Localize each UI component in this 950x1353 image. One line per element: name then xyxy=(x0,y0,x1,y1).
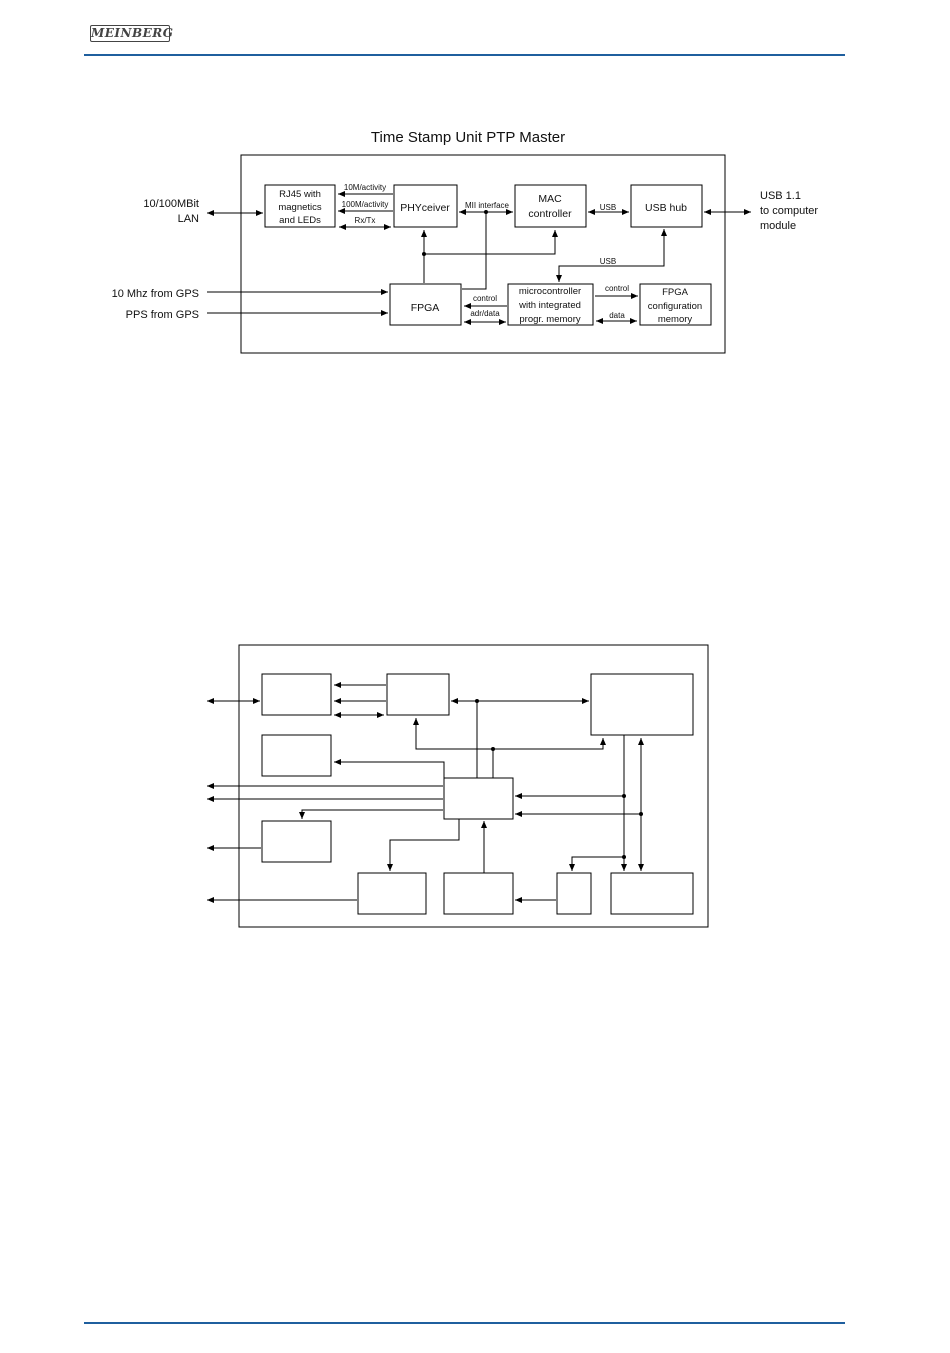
fpga-text: FPGA xyxy=(411,302,440,314)
d2-block-d xyxy=(261,734,332,777)
mii-fpga-line xyxy=(462,212,487,290)
usb-out-label-3: module xyxy=(760,220,796,232)
d2-block-a xyxy=(261,673,332,716)
d2-line-12 xyxy=(299,809,443,819)
fpga-block xyxy=(389,283,462,326)
meinberg-logo: MEINBERG xyxy=(90,25,174,42)
footer-rule xyxy=(84,1322,845,1324)
d2-block-h xyxy=(443,872,514,915)
usb-hub-text: USB hub xyxy=(645,202,687,214)
mac-controller-block xyxy=(514,184,587,228)
control-label-2: control xyxy=(605,284,629,293)
phyceiver-block xyxy=(393,184,458,228)
d2-line-7 xyxy=(413,718,494,778)
signal-10m-label: 10M/activity xyxy=(344,183,386,192)
rj45-block xyxy=(264,184,336,228)
mii-label: MII interface xyxy=(465,201,510,210)
pps-label: PPS from GPS xyxy=(126,309,199,321)
d2-block-e xyxy=(443,777,514,820)
header-rule xyxy=(84,54,845,56)
usb-hub-micro-line xyxy=(556,229,667,282)
microcontroller-block xyxy=(507,283,594,326)
d2-block-c xyxy=(590,673,694,736)
diagram1-title: Time Stamp Unit PTP Master xyxy=(371,129,565,146)
micro-text-3: progr. memory xyxy=(519,314,580,325)
fpga-memory-block xyxy=(639,283,712,326)
fpgamem-text-3: memory xyxy=(658,314,693,325)
mac-text-2: controller xyxy=(528,208,572,220)
diagram1-frame xyxy=(240,154,726,354)
fpgamem-text-1: FPGA xyxy=(662,287,689,298)
d2-line-9 xyxy=(334,759,445,784)
d2-line-19 xyxy=(387,819,460,871)
micro-text-2: with integrated xyxy=(518,300,581,311)
rj45-text-2: magnetics xyxy=(278,202,322,213)
mhz-label: 10 Mhz from GPS xyxy=(112,288,199,300)
d2-block-b xyxy=(386,673,450,716)
d2-line-18 xyxy=(569,856,624,871)
phyceiver-text: PHYceiver xyxy=(400,202,450,214)
usb-out-label-1: USB 1.1 xyxy=(760,190,801,202)
signal-rxtx-label: Rx/Tx xyxy=(355,216,376,225)
fpgamem-text-2: configuration xyxy=(648,301,702,312)
d2-block-i xyxy=(556,872,592,915)
diagram-ptp-master: Time Stamp Unit PTP Master 10/100MBit LA… xyxy=(112,129,818,354)
signal-100m-label: 100M/activity xyxy=(342,200,389,209)
usb-label-1: USB xyxy=(600,203,616,212)
d2-line-8 xyxy=(493,738,606,750)
usb-out-label-2: to computer xyxy=(760,205,818,217)
usb-label-2: USB xyxy=(600,257,616,266)
control-label-1: control xyxy=(473,294,497,303)
rj45-text-3: and LEDs xyxy=(279,215,321,226)
mac-text-1: MAC xyxy=(538,193,562,205)
usb-hub-block xyxy=(630,184,703,228)
rj45-text-1: RJ45 with xyxy=(279,189,321,200)
d2-block-g xyxy=(357,872,427,915)
adrdata-label: adr/data xyxy=(470,309,500,318)
lan-label-1: 10/100MBit xyxy=(143,198,199,210)
d2-block-j xyxy=(610,872,694,915)
d2-block-f xyxy=(261,820,332,863)
micro-text-1: microcontroller xyxy=(519,286,581,297)
data-label: data xyxy=(609,311,625,320)
d2-junction-5 xyxy=(622,855,626,859)
lan-label-2: LAN xyxy=(178,213,199,225)
diagram-unlabeled xyxy=(207,644,709,928)
fpga-mac-line xyxy=(424,230,558,255)
